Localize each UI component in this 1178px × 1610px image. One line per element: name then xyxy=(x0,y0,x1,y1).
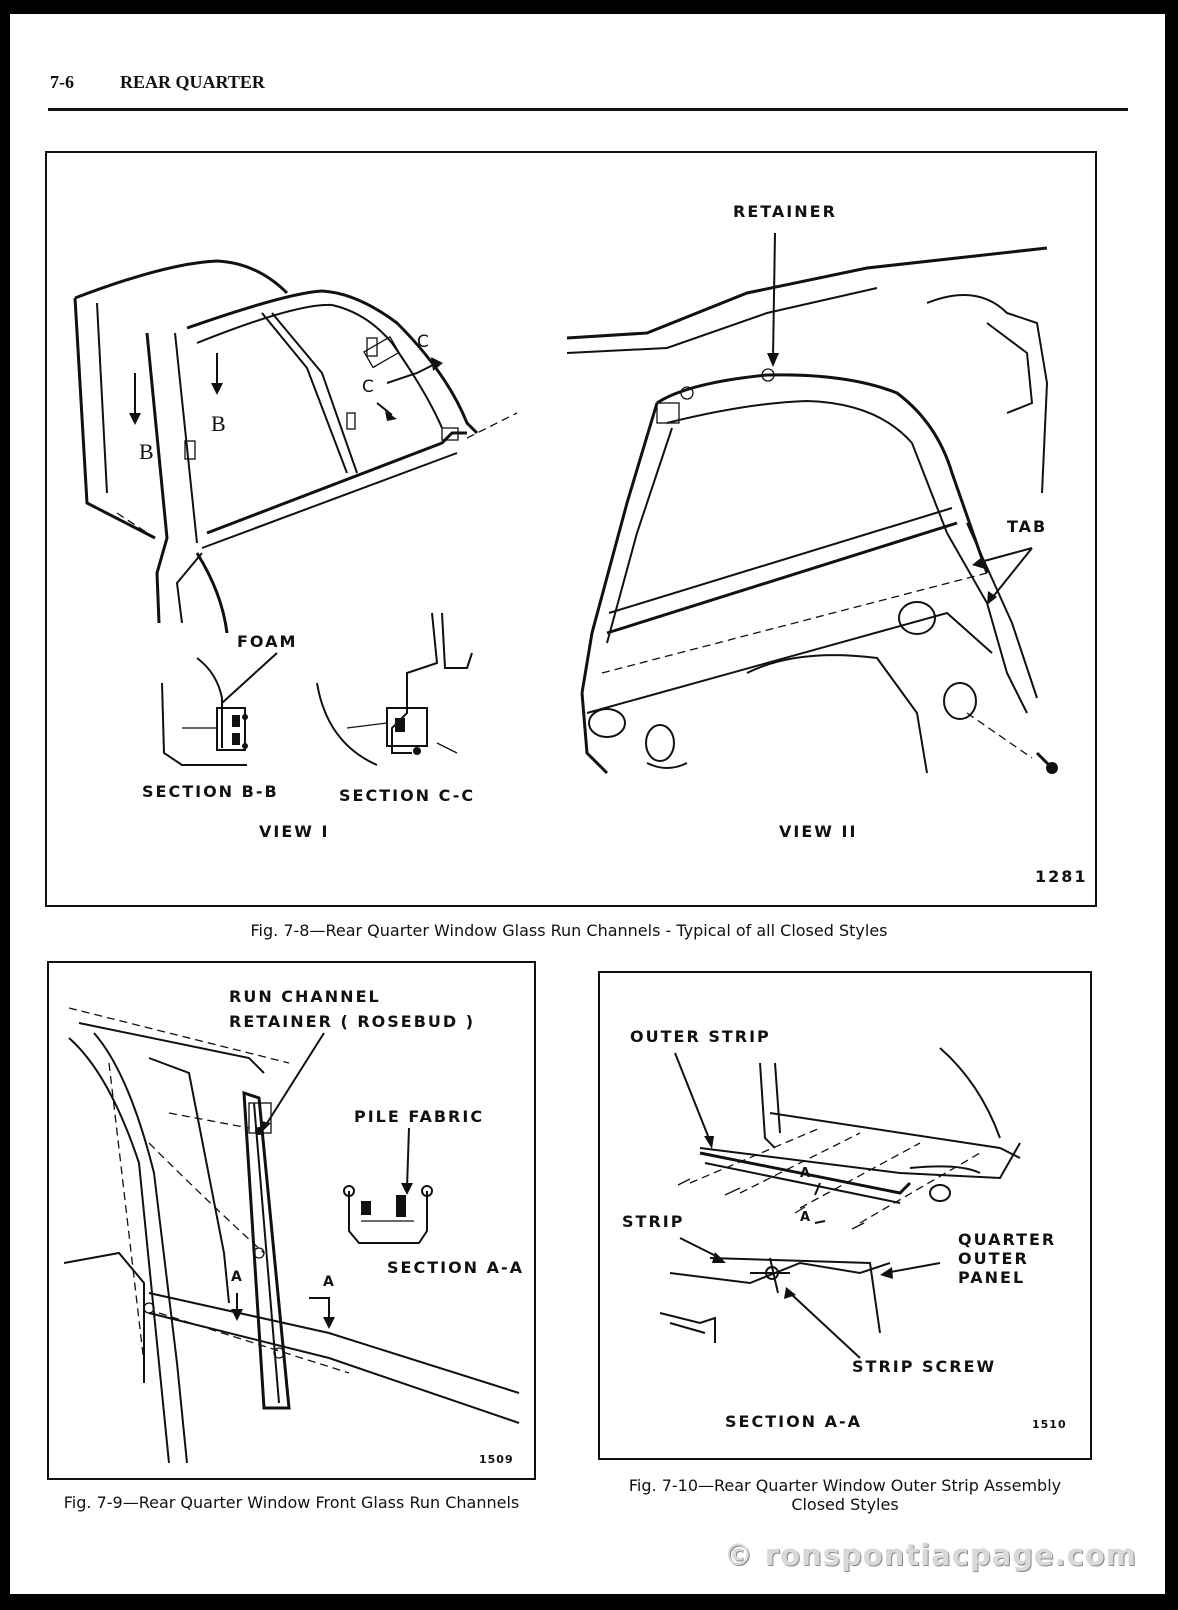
section-b-b-label: SECTION B-B xyxy=(142,782,279,801)
section-c-arrows xyxy=(376,357,443,421)
quarter-outer-panel-label: QUARTER xyxy=(958,1230,1057,1249)
figure-7-10-caption: Fig. 7-10—Rear Quarter Window Outer Stri… xyxy=(628,1476,1062,1495)
figure-7-9: RUN CHANNEL RETAINER ( ROSEBUD ) PILE FA… xyxy=(47,961,536,1480)
strip-label: STRIP xyxy=(622,1212,685,1231)
view-2-quarter-frame xyxy=(566,246,1058,775)
section-b-letter: B xyxy=(139,439,156,464)
section-a-a-label: SECTION A-A xyxy=(725,1412,863,1431)
figure-number: 1281 xyxy=(1035,867,1088,886)
figure-7-8: RETAINER TAB FOAM B B C C SECTION B-B SE… xyxy=(45,151,1097,907)
view-1-label: VIEW I xyxy=(259,822,330,841)
page-number: 7-6 xyxy=(50,72,74,92)
figure-7-9-caption: Fig. 7-9—Rear Quarter Window Front Glass… xyxy=(63,1493,520,1512)
section-a-letter: A xyxy=(800,1166,813,1181)
figure-7-10: OUTER STRIP STRIP QUARTER OUTER PANEL ST… xyxy=(598,971,1092,1460)
retainer-label: RETAINER xyxy=(733,202,837,221)
section-a-letter: A xyxy=(231,1269,244,1285)
section-b-arrows xyxy=(129,353,223,425)
figure-number: 1510 xyxy=(1032,1418,1067,1431)
watermark: © ronspontiacpage.com xyxy=(723,1538,1137,1572)
section-c-letter: C xyxy=(417,332,431,352)
quarter-outer-panel-label: OUTER xyxy=(958,1249,1029,1268)
view-2-label: VIEW II xyxy=(779,822,858,841)
figure-7-9-drawing xyxy=(63,1007,520,1464)
section-b-letter: B xyxy=(211,411,228,436)
section-c-c-label: SECTION C-C xyxy=(339,786,476,805)
outer-strip-label: OUTER STRIP xyxy=(630,1027,771,1046)
manual-page: 7-6 REAR QUARTER xyxy=(10,14,1165,1594)
figure-number: 1509 xyxy=(479,1453,514,1466)
view-1-door-frame xyxy=(73,259,518,634)
section-c-letter: C xyxy=(362,377,376,397)
figure-7-8-caption: Fig. 7-8—Rear Quarter Window Glass Run C… xyxy=(250,921,888,940)
tab-label: TAB xyxy=(1007,517,1048,536)
section-title: REAR QUARTER xyxy=(120,72,265,92)
strip-screw-label: STRIP SCREW xyxy=(852,1357,997,1376)
section-a-a-label: SECTION A-A xyxy=(387,1258,525,1277)
section-a-a-drawing xyxy=(343,1185,433,1244)
page-header: 7-6 REAR QUARTER xyxy=(48,62,1128,111)
retainer-rosebud-label: RETAINER ( ROSEBUD ) xyxy=(229,1012,476,1031)
section-a-letter: A xyxy=(800,1210,813,1225)
foam-label: FOAM xyxy=(237,632,298,651)
figure-7-10-caption-line2: Closed Styles xyxy=(791,1495,899,1514)
section-a-letter: A xyxy=(323,1274,336,1290)
figure-7-10-drawing xyxy=(659,1047,1021,1359)
pile-fabric-label: PILE FABRIC xyxy=(354,1107,485,1126)
view-2-leaders xyxy=(767,232,1033,605)
section-c-c-drawing xyxy=(316,612,473,766)
figure-7-8-drawing xyxy=(73,232,1058,775)
section-b-b-drawing xyxy=(161,652,278,766)
quarter-outer-panel-label: PANEL xyxy=(958,1268,1026,1287)
run-channel-label: RUN CHANNEL xyxy=(229,987,381,1006)
